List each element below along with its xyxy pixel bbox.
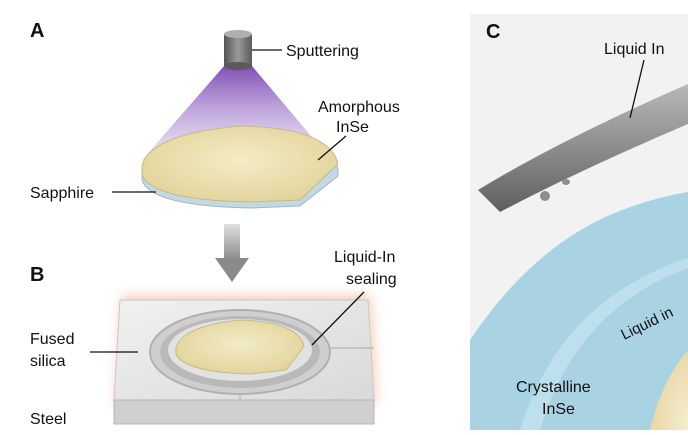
amorphous-label-line1: Amorphous bbox=[318, 99, 400, 116]
panel-b-letter: B bbox=[30, 264, 44, 286]
droplet bbox=[562, 179, 570, 185]
steel-label: Steel bbox=[30, 411, 66, 428]
sapphire-label: Sapphire bbox=[30, 185, 94, 202]
amorphous-label-line2: InSe bbox=[336, 119, 369, 136]
sputter-target-icon bbox=[224, 30, 252, 70]
down-arrow-icon bbox=[215, 224, 249, 282]
steel-base bbox=[113, 399, 375, 425]
panel-a-letter: A bbox=[30, 20, 44, 42]
panel-b: B Liquid-In sealing Fused silica Steel bbox=[30, 249, 397, 428]
crystalline-label-line2: InSe bbox=[542, 401, 575, 418]
liquid-in-leader-line bbox=[629, 59, 645, 119]
amorphous-film bbox=[141, 125, 339, 203]
sealed-film bbox=[175, 319, 305, 375]
droplet bbox=[540, 191, 550, 201]
amorphous-leader-line bbox=[317, 135, 347, 161]
sputtering-label: Sputtering bbox=[286, 43, 359, 60]
film-region bbox=[650, 350, 688, 430]
panel-c: C Liquid In Liquid in Crystalline InSe bbox=[470, 14, 688, 430]
liquid-in-interface bbox=[520, 258, 688, 430]
liquid-in-wire bbox=[478, 84, 688, 212]
crystalline-label-line1: Crystalline bbox=[516, 379, 591, 396]
sealing-label-line1: Liquid-In bbox=[334, 249, 395, 266]
fused-label-line2: silica bbox=[30, 353, 66, 370]
panel-c-letter: C bbox=[486, 21, 500, 43]
sealing-label-line2: sealing bbox=[346, 271, 397, 288]
panel-a: A Sputtering Amorphous InSe Sapphire bbox=[30, 20, 400, 209]
sealing-leader-line bbox=[311, 291, 365, 346]
liquid-in-label: Liquid In bbox=[604, 41, 665, 58]
fused-label-line1: Fused bbox=[30, 331, 74, 348]
crystalline-region bbox=[470, 192, 688, 430]
